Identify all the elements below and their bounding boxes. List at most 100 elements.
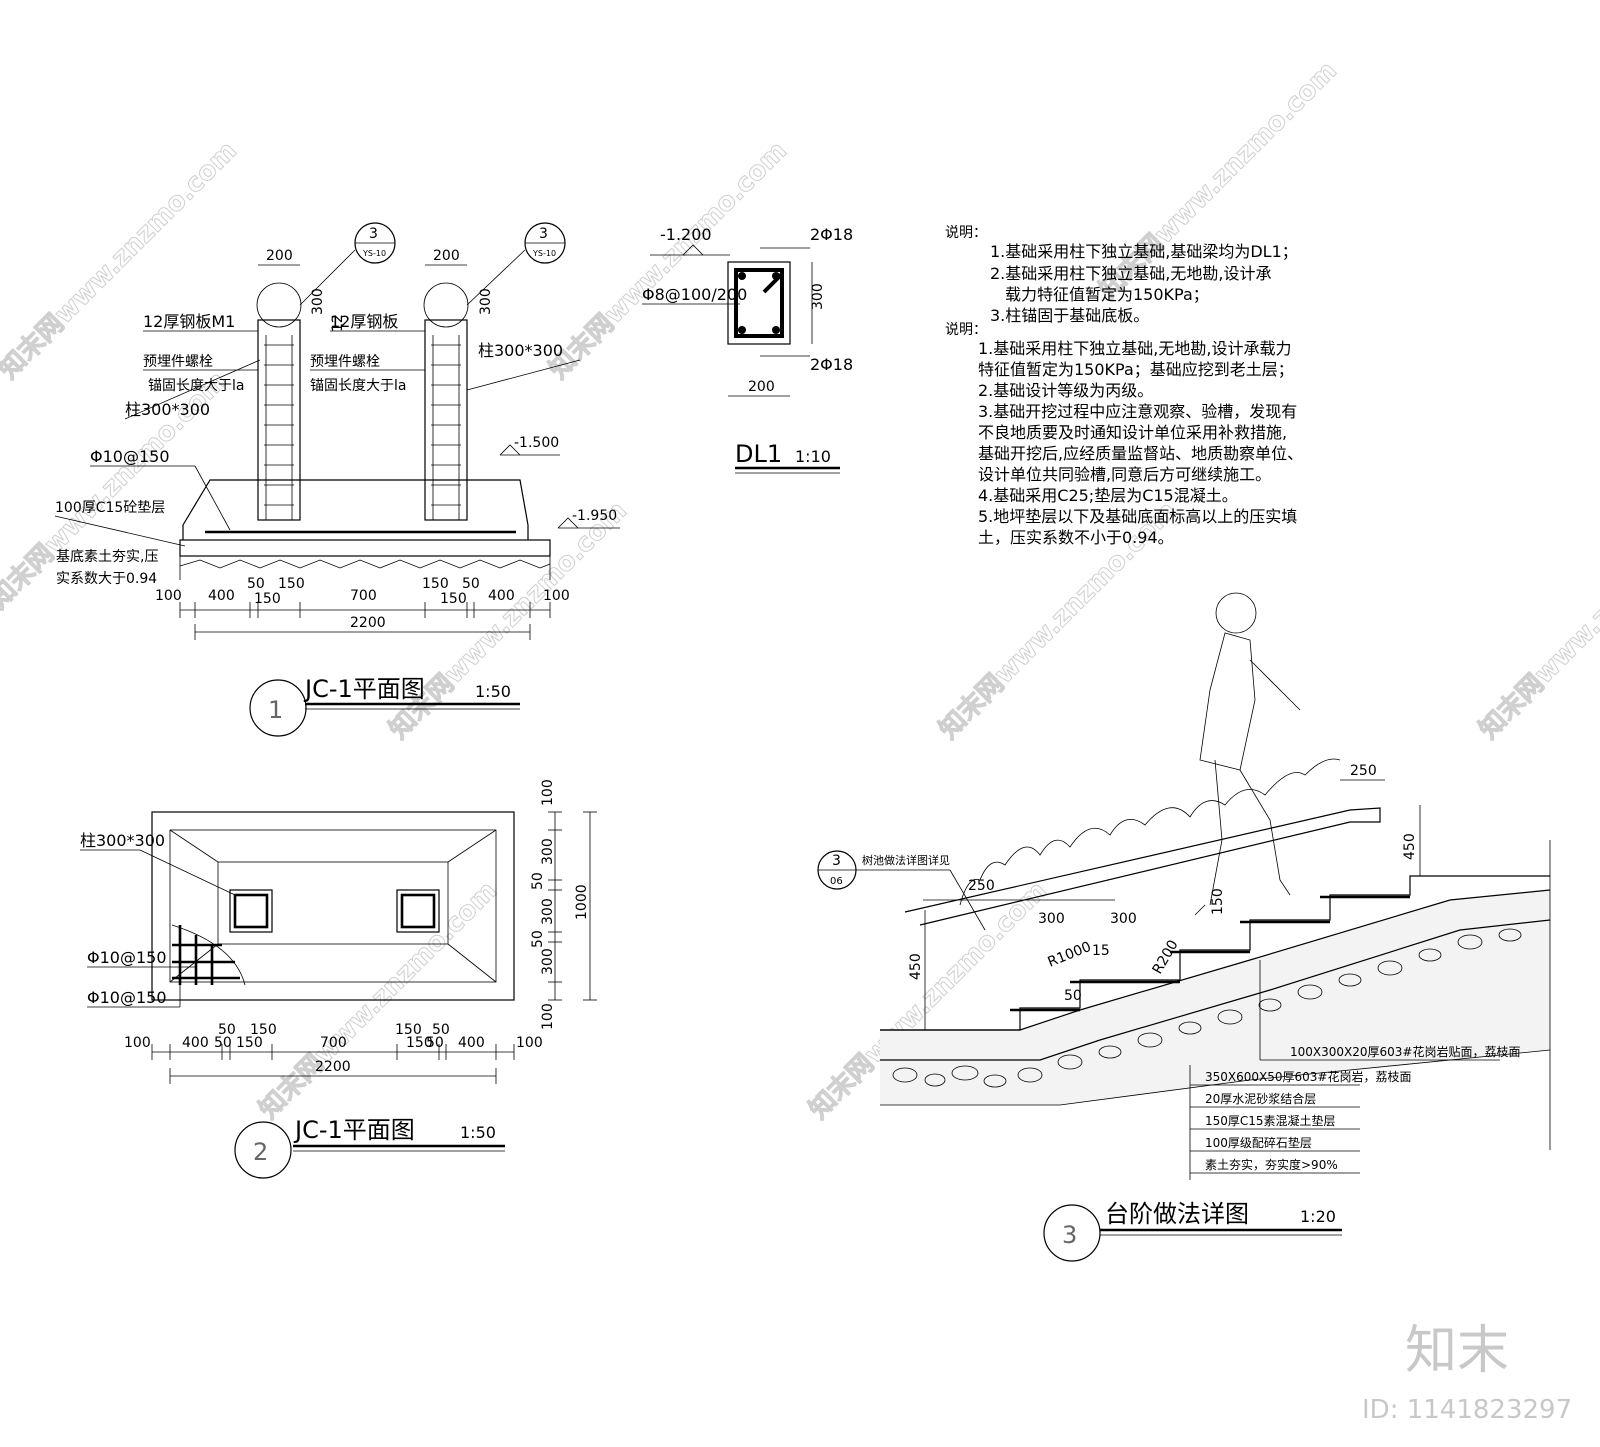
dim-total: 2200 bbox=[315, 1059, 351, 1075]
beam-scale: 1:10 bbox=[795, 447, 831, 466]
dim-label: 50 bbox=[530, 872, 546, 890]
dim-total: 2200 bbox=[350, 615, 386, 631]
section-scale: 1:50 bbox=[475, 682, 511, 701]
step-profile bbox=[880, 875, 1550, 1031]
callout-anchor: 锚固长度大于la bbox=[310, 378, 406, 394]
bolt-circle-left bbox=[256, 282, 302, 328]
callout-plate-right: 12厚钢板 bbox=[330, 312, 398, 331]
dim-label: R200 bbox=[1150, 937, 1182, 977]
dim-label: 50 bbox=[462, 576, 480, 592]
section-title: JC-1平面图 bbox=[293, 1116, 415, 1144]
callout-cushion: 100厚C15砼垫层 bbox=[55, 500, 165, 516]
dim-label: 150 bbox=[1210, 888, 1226, 915]
planting bbox=[959, 758, 1341, 906]
note-line: 不良地质要及时通知设计单位采用补救措施, bbox=[978, 423, 1287, 442]
layer-label: 150厚C15素混凝土垫层 bbox=[1205, 1113, 1336, 1128]
dim-label: 200 bbox=[433, 248, 460, 264]
bolt-circle-right bbox=[423, 282, 469, 328]
dim-label: 50 bbox=[432, 1022, 450, 1038]
dim-label: 50 bbox=[218, 1022, 236, 1038]
section-number-circle bbox=[249, 679, 307, 737]
note-line: 5.地坪垫层以下及基础底面标高以上的压实填 bbox=[978, 507, 1297, 526]
section-number: 2 bbox=[253, 1138, 268, 1166]
note-line: 3.基础开挖过程中应注意观察、验槽，发现有 bbox=[978, 402, 1297, 421]
ref-sheet: 06 bbox=[830, 876, 843, 887]
dim-label: 400 bbox=[488, 588, 515, 604]
image-id: ID: 1141823297 bbox=[1362, 1395, 1572, 1425]
section-title: JC-1平面图 bbox=[303, 675, 425, 703]
layer-label: 素土夯实，夯实度>90% bbox=[1205, 1157, 1338, 1172]
layer-label: 100厚级配碎石垫层 bbox=[1205, 1135, 1312, 1150]
column-left bbox=[257, 319, 301, 521]
watermark-text: 知末网www.znzmo.com bbox=[0, 136, 243, 385]
dim-label: 100 bbox=[516, 1035, 543, 1051]
dim-label: 100 bbox=[124, 1035, 151, 1051]
dim-label: 100 bbox=[540, 1003, 556, 1030]
section-number: 3 bbox=[1062, 1221, 1077, 1249]
stone-fill bbox=[880, 890, 1550, 1105]
dim-label: 450 bbox=[1402, 833, 1418, 860]
footing-outline bbox=[182, 479, 529, 540]
plan-rebar-label: Φ10@150 bbox=[87, 948, 167, 967]
callout-column: 柱300*300 bbox=[125, 400, 210, 419]
dim-label: 250 bbox=[1350, 763, 1377, 779]
beam-top-bar: 2Φ18 bbox=[810, 225, 853, 244]
column-plan-right bbox=[396, 889, 440, 933]
dim-label: 15 bbox=[1092, 943, 1110, 959]
callout-plate-left: 12厚钢板M1 bbox=[143, 312, 235, 331]
callout-soil: 实系数大于0.94 bbox=[56, 571, 157, 587]
rebar-ties bbox=[264, 335, 461, 520]
dim-label: 50 bbox=[214, 1035, 232, 1051]
dim-label: 300 bbox=[1038, 911, 1065, 927]
note-line: 1.基础采用柱下独立基础,基础梁均为DL1； bbox=[990, 242, 1298, 261]
dim-label: 50 bbox=[1064, 988, 1082, 1004]
rebar-dot bbox=[772, 326, 780, 334]
section-3: 300 300 250 250 450 450 150 15 R1000 R20… bbox=[817, 592, 1551, 1262]
ref-number: 3 bbox=[369, 226, 378, 242]
callout-soil: 基底素土夯实,压 bbox=[56, 548, 158, 565]
dim-label: 300 bbox=[540, 948, 556, 975]
dim-label: 50 bbox=[426, 1035, 444, 1051]
beam-stirrup bbox=[734, 268, 784, 338]
watermark-text: 知末网www.znzmo.com bbox=[1474, 496, 1600, 745]
beam-elevation: -1.200 bbox=[660, 225, 712, 244]
beam-dl1: -1.200 2Φ18 2Φ18 Φ8@100/200 300 200 DL1 … bbox=[642, 225, 853, 474]
footing-plan-outline bbox=[151, 811, 515, 1001]
dim-label: 150 bbox=[440, 591, 467, 607]
dim-label: 400 bbox=[458, 1035, 485, 1051]
layer-label: 20厚水泥砂浆结合层 bbox=[1205, 1091, 1316, 1106]
note-line: 1.基础采用柱下独立基础,无地勘,设计承载力 bbox=[978, 339, 1291, 358]
cushion-layer bbox=[179, 539, 551, 557]
layer-leaders bbox=[1189, 960, 1500, 1180]
section-2: 柱300*300 Φ10@150 Φ10@150 100 300 50 300 … bbox=[80, 779, 597, 1179]
callout-rebar: Φ10@150 bbox=[90, 447, 170, 466]
dim-label: 200 bbox=[266, 248, 293, 264]
brand-logo: 知末 bbox=[1405, 1321, 1509, 1381]
human-figure bbox=[1194, 592, 1301, 916]
dim-label: 50 bbox=[530, 930, 546, 948]
dim-total: 1000 bbox=[574, 884, 590, 920]
column-right bbox=[424, 319, 468, 521]
dim-label: 700 bbox=[320, 1035, 347, 1051]
section-number-circle bbox=[1043, 1204, 1101, 1262]
watermark-text: 知末网www.znzmo.com bbox=[544, 136, 793, 385]
notes: 说明： 1.基础采用柱下独立基础,基础梁均为DL1； 2.基础采用柱下独立基础,… bbox=[945, 225, 1303, 547]
callout-bolt: 预埋件螺栓 bbox=[143, 354, 213, 370]
section-number: 1 bbox=[268, 696, 283, 724]
dim-label: 300 bbox=[1110, 911, 1137, 927]
watermark-group: 知末网www.znzmo.com 知末网www.znzmo.com 知末网www… bbox=[0, 55, 1600, 1425]
layer-label: 100X300X20厚603#花岗岩贴面，荔枝面 bbox=[1290, 1044, 1520, 1059]
layer-label: 350X600X50厚603#花岗岩，荔枝面 bbox=[1205, 1069, 1411, 1084]
dim-label: 400 bbox=[182, 1035, 209, 1051]
note-line: 载力特征值暂定为150KPa； bbox=[1005, 285, 1209, 304]
note-line: 基础开挖后,应经质量监督站、地质勘察单位、 bbox=[978, 444, 1303, 463]
note-line: 特征值暂定为150KPa；基础应挖到老土层； bbox=[978, 360, 1294, 379]
elevation-label: -1.500 bbox=[514, 435, 559, 451]
dim-label: 50 bbox=[247, 576, 265, 592]
dim-label: 100 bbox=[543, 588, 570, 604]
dim-label: 100 bbox=[540, 779, 556, 806]
plan-col-label: 柱300*300 bbox=[80, 831, 165, 850]
note-line: 2.基础采用柱下独立基础,无地勘,设计承 bbox=[990, 264, 1271, 283]
section-scale: 1:50 bbox=[460, 1123, 496, 1142]
